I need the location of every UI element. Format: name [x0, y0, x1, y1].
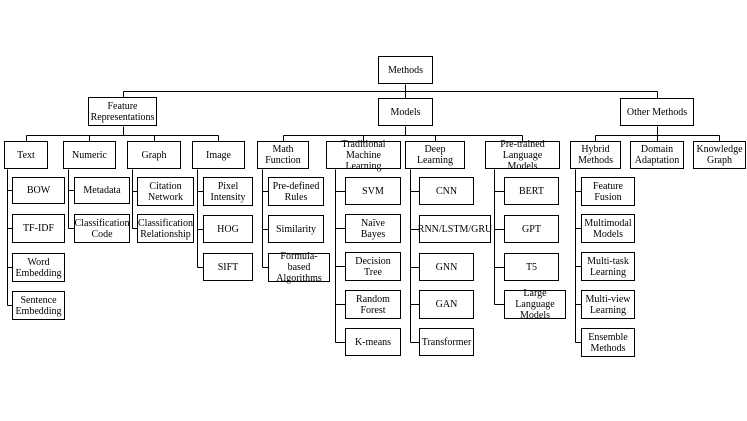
node-pretrained-lm: Pre-trained Language Models	[485, 139, 560, 172]
leaf-gpt: GPT	[504, 215, 559, 243]
leaf-random-forest: Random Forest	[345, 290, 401, 319]
node-image: Image	[192, 141, 245, 169]
node-domain-adaptation: Domain Adaptation	[630, 141, 684, 169]
node-numeric: Numeric	[63, 141, 116, 169]
leaf-large-language-models: Large Language Models	[504, 288, 566, 321]
leaf-t5: T5	[504, 253, 559, 281]
node-hybrid-methods: Hybrid Methods	[570, 141, 621, 169]
leaf-gan: GAN	[419, 290, 474, 319]
leaf-sentence-embedding: Sentence Embedding	[12, 291, 65, 320]
leaf-predefined-rules: Pre-defined Rules	[268, 177, 324, 206]
leaf-multi-view-learning: Multi-view Learning	[581, 290, 635, 319]
node-math-function: Math Function	[257, 141, 309, 169]
leaf-k-means: K-means	[345, 328, 401, 356]
leaf-naive-bayes: Naïve Bayes	[345, 214, 401, 243]
leaf-svm: SVM	[345, 177, 401, 205]
leaf-classification-relationship: Classification Relationship	[137, 214, 194, 243]
node-feature-representations: Feature Representations	[88, 97, 157, 126]
leaf-gnn: GNN	[419, 253, 474, 281]
leaf-sift: SIFT	[203, 253, 253, 281]
node-deep-learning: Deep Learning	[405, 141, 465, 169]
leaf-pixel-intensity: Pixel Intensity	[203, 177, 253, 206]
node-root: Methods	[378, 56, 433, 84]
leaf-word-embedding: Word Embedding	[12, 253, 65, 282]
node-traditional-ml: Traditional Machine Learning	[326, 139, 401, 172]
node-models: Models	[378, 98, 433, 126]
leaf-bow: BOW	[12, 177, 65, 204]
node-text: Text	[4, 141, 48, 169]
node-knowledge-graph: Knowledge Graph	[693, 141, 746, 169]
leaf-multimodal-models: Multimodal Models	[581, 214, 635, 243]
leaf-classification-code: Classification Code	[74, 214, 130, 243]
leaf-feature-fusion: Feature Fusion	[581, 177, 635, 206]
leaf-decision-tree: Decision Tree	[345, 252, 401, 281]
leaf-transformer: Transformer	[419, 328, 474, 356]
leaf-metadata: Metadata	[74, 177, 130, 204]
node-other-methods: Other Methods	[620, 98, 694, 126]
leaf-tf-idf: TF-IDF	[12, 214, 65, 243]
node-graph: Graph	[127, 141, 181, 169]
leaf-cnn: CNN	[419, 177, 474, 205]
leaf-bert: BERT	[504, 177, 559, 205]
leaf-ensemble-methods: Ensemble Methods	[581, 328, 635, 357]
leaf-multi-task-learning: Multi-task Learning	[581, 252, 635, 281]
leaf-formula-based-algorithms: Formula-based Algorithms	[268, 251, 330, 284]
leaf-rnn-lstm-gru: RNN/LSTM/GRU	[418, 215, 492, 243]
leaf-similarity: Similarity	[268, 215, 324, 243]
leaf-citation-network: Citation Network	[137, 177, 194, 206]
leaf-hog: HOG	[203, 215, 253, 243]
